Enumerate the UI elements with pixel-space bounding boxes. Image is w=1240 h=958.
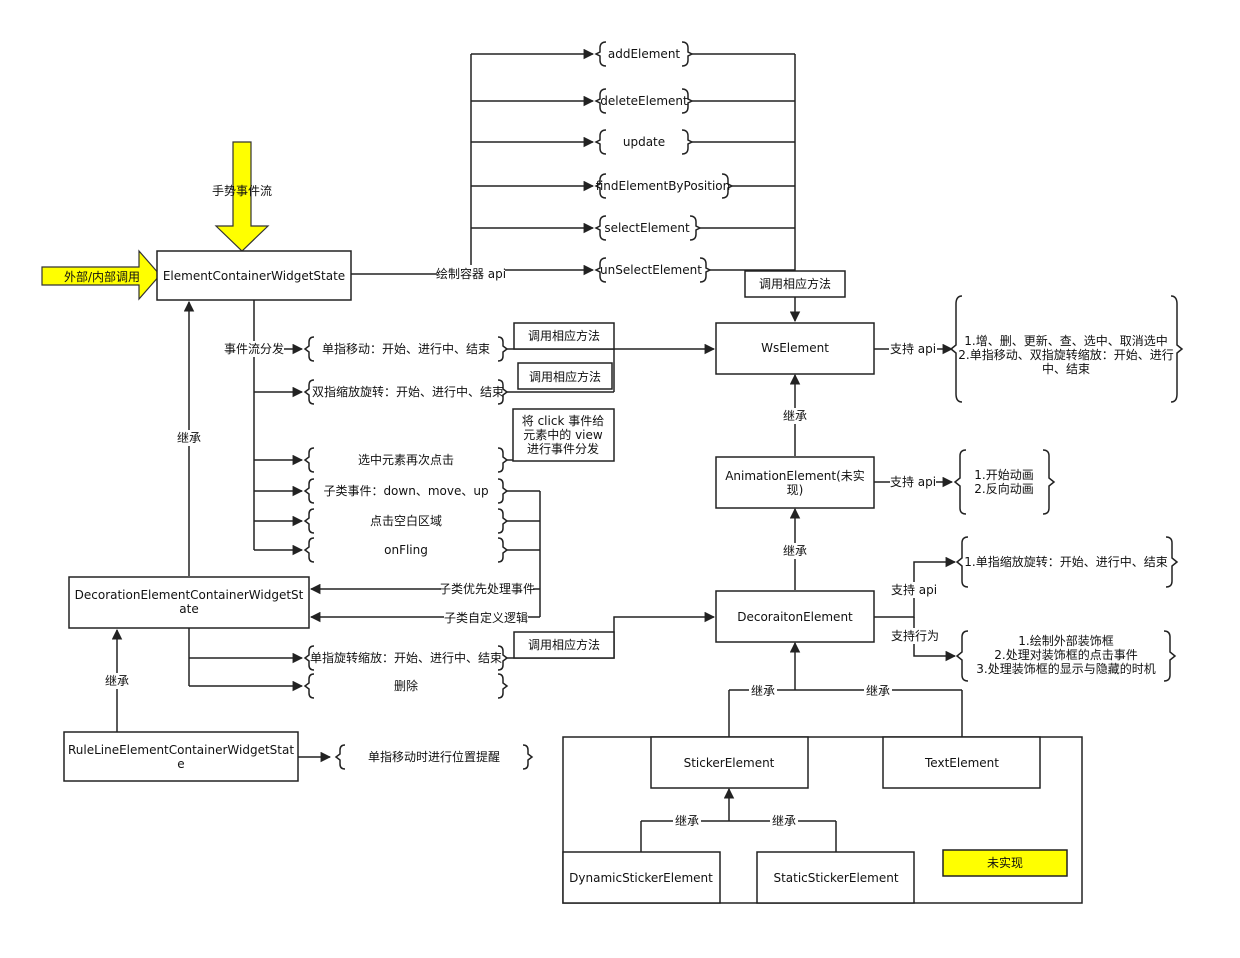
static-sticker-box <box>756 851 915 904</box>
ws-support-api-label: 支持 api <box>890 341 936 356</box>
event-double-rotate: 双指缩放旋转：开始、进行中、结束 <box>312 384 504 399</box>
decoration-container-label-2: ate <box>179 602 198 616</box>
inherit-label-decoration-container: 继承 <box>177 431 201 445</box>
api-delete-element: deleteElement <box>600 94 688 108</box>
deco-behavior-line-3: 3.处理装饰框的显示与隐藏的时机 <box>976 661 1155 676</box>
event-single-move-hint: 单指移动时进行位置提醒 <box>368 749 500 764</box>
gesture-stream-label: 手势事件流 <box>212 184 272 198</box>
call-methods-box-top <box>744 270 846 298</box>
anim-api-line-1: 1.开始动画 <box>974 468 1033 482</box>
click-dispatch-line-2: 元素中的 view <box>523 427 603 442</box>
api-update: update <box>623 135 665 149</box>
not-implemented-label: 未实现 <box>987 855 1023 870</box>
call-methods-box-2 <box>517 362 613 390</box>
event-single-move: 单指移动：开始、进行中、结束 <box>322 341 490 356</box>
decoration-container-label-1: DecorationElementContainerWidgetSt <box>75 588 304 602</box>
call-methods-label-1: 调用相应方法 <box>528 328 600 343</box>
anim-api-line-2: 2.反向动画 <box>974 481 1033 496</box>
container-state-box <box>156 250 352 301</box>
decoration-element-box <box>715 590 875 643</box>
animation-element-label-1: AnimationElement(未实 <box>725 468 865 483</box>
animation-element-label-2: 现) <box>787 483 804 497</box>
deco-behavior-line-1: 1.绘制外部装饰框 <box>1018 633 1113 648</box>
deco-support-api-label: 支持 api <box>891 582 937 597</box>
not-implemented-legend <box>942 849 1068 877</box>
ws-api-line-1: 1.增、删、更新、查、选中、取消选中 <box>964 333 1167 348</box>
anim-support-api-label: 支持 api <box>890 474 936 489</box>
subclass-priority-label: 子类优先处理事件 <box>439 582 535 596</box>
api-unselect-element: unSelectElement <box>600 263 702 277</box>
inherit-label-deco: 继承 <box>783 544 807 558</box>
click-dispatch-line-1: 将 click 事件给 <box>522 414 604 428</box>
event-on-fling: onFling <box>384 543 428 557</box>
container-state-label: ElementContainerWidgetState <box>163 269 345 283</box>
ws-api-line-3: 中、结束 <box>1042 361 1090 376</box>
inherit-label-ruleline: 继承 <box>105 674 129 688</box>
inherit-label-static: 继承 <box>772 814 796 828</box>
call-methods-label-3: 调用相应方法 <box>528 637 600 652</box>
dynamic-sticker-box <box>562 851 721 904</box>
inherit-label-anim: 继承 <box>783 409 807 423</box>
api-select-element: selectElement <box>604 221 690 235</box>
call-methods-label-top: 调用相应方法 <box>759 276 831 291</box>
event-single-rotate-scale: 单指旋转缩放：开始、进行中、结束 <box>310 650 502 665</box>
ruleline-container-label-2: e <box>177 757 184 771</box>
inherit-label-dynamic: 继承 <box>675 814 699 828</box>
api-add-element: addElement <box>608 47 681 61</box>
event-reclick-selected: 选中元素再次点击 <box>358 452 454 467</box>
call-methods-box-1 <box>513 322 615 350</box>
click-dispatch-box <box>512 408 615 462</box>
text-element-box <box>882 736 1041 789</box>
event-subclass-events: 子类事件：down、move、up <box>323 484 488 498</box>
text-element-label: TextElement <box>924 756 999 770</box>
gesture-stream-arrow <box>214 141 270 252</box>
external-call-arrow <box>41 249 161 301</box>
dynamic-sticker-label: DynamicStickerElement <box>569 871 713 885</box>
api-find-element-by-position: findElementByPosition <box>596 179 731 193</box>
event-click-blank: 点击空白区域 <box>370 513 442 528</box>
external-call-label: 外部/内部调用 <box>64 269 140 284</box>
deco-api-line: 1.单指缩放旋转：开始、进行中、结束 <box>964 554 1167 569</box>
ws-element-box <box>715 322 875 375</box>
inherit-label-text: 继承 <box>866 684 890 698</box>
event-delete: 删除 <box>394 678 418 693</box>
deco-support-behavior-label: 支持行为 <box>891 628 939 643</box>
static-sticker-label: StaticStickerElement <box>773 871 898 885</box>
ws-api-line-2: 2.单指移动、双指旋转缩放：开始、进行 <box>958 347 1173 362</box>
subclass-custom-logic-label: 子类自定义逻辑 <box>444 610 528 625</box>
event-dispatch-label: 事件流分发 <box>224 341 284 356</box>
decoration-element-label: DecoraitonElement <box>737 610 853 624</box>
ruleline-container-label-1: RuleLineElementContainerWidgetStat <box>68 743 294 757</box>
ws-element-label: WsElement <box>761 341 829 355</box>
sticker-element-box <box>650 736 809 789</box>
draw-container-api-label: 绘制容器 api <box>436 266 506 281</box>
animation-element-box <box>715 456 875 509</box>
click-dispatch-line-3: 进行事件分发 <box>527 441 599 456</box>
inherit-label-sticker: 继承 <box>751 684 775 698</box>
sticker-element-label: StickerElement <box>684 756 775 770</box>
call-methods-box-3 <box>513 631 615 659</box>
deco-behavior-line-2: 2.处理对装饰框的点击事件 <box>994 647 1137 662</box>
call-methods-label-2: 调用相应方法 <box>529 369 601 384</box>
ruleline-container-box <box>63 731 299 782</box>
